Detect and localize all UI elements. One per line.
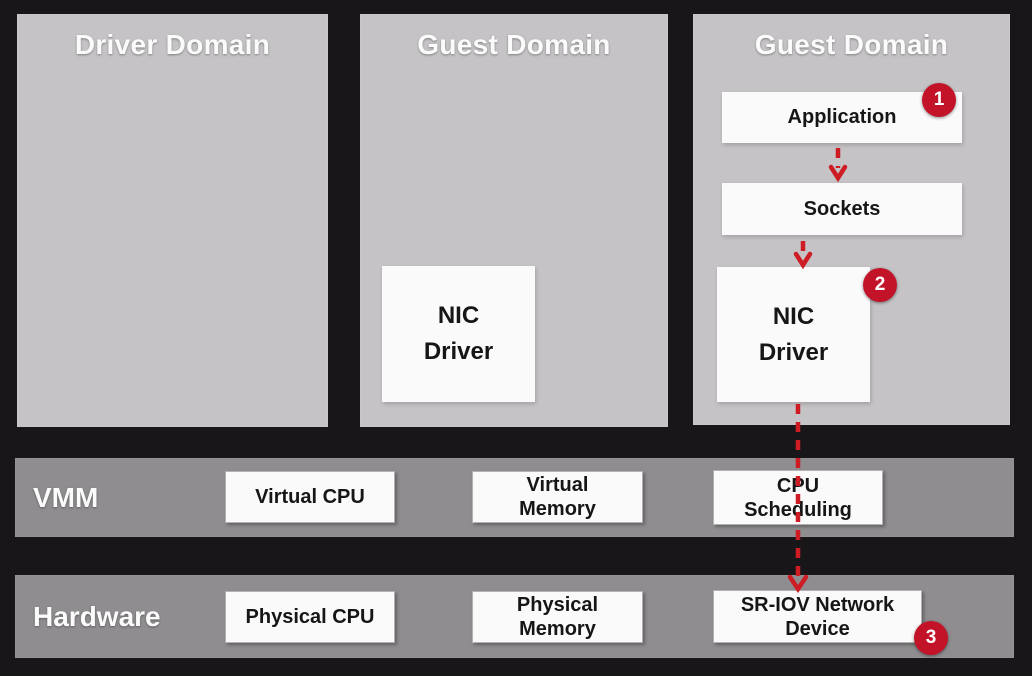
sriov-network-device-box: SR-IOV Network Device	[713, 590, 922, 643]
sockets-box: Sockets	[722, 183, 962, 235]
driver-domain-title: Driver Domain	[74, 29, 271, 60]
cpu-scheduling-box: CPU Scheduling	[713, 470, 883, 525]
step-badge-2: 2	[863, 268, 897, 302]
guest-domain-middle-title: Guest Domain	[417, 29, 611, 60]
physical-memory-box: Physical Memory	[472, 591, 643, 643]
virtual-cpu-box: Virtual CPU	[225, 471, 395, 523]
step-badge-1: 1	[922, 83, 956, 117]
step-badge-3: 3	[914, 621, 948, 655]
physical-cpu-box: Physical CPU	[225, 591, 395, 643]
guest-domain-right-title: Guest Domain	[754, 29, 949, 60]
driver-domain-panel: Driver Domain	[17, 14, 328, 427]
nic-driver-box-middle: NIC Driver	[382, 266, 535, 402]
vmm-label: VMM	[33, 481, 99, 513]
virtual-memory-box: Virtual Memory	[472, 471, 643, 523]
nic-driver-box-right: NIC Driver	[717, 267, 870, 402]
application-box: Application	[722, 92, 962, 143]
hardware-label: Hardware	[33, 600, 161, 632]
